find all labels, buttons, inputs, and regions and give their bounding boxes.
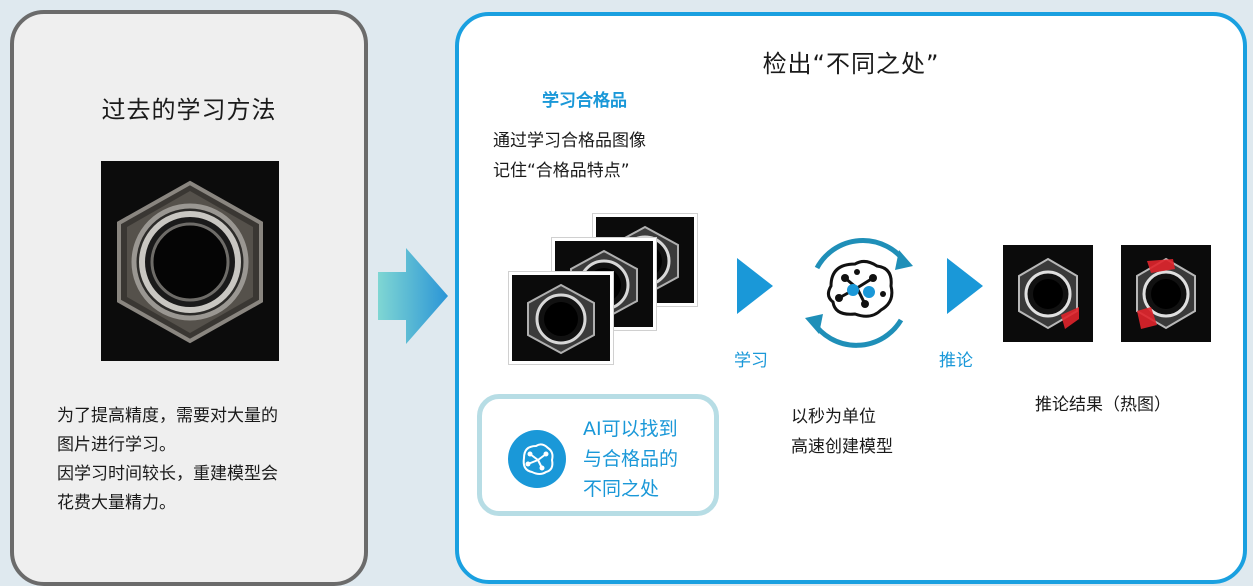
hex-nut-icon (1003, 245, 1093, 342)
ai-text-line: AI可以找到 (583, 418, 678, 440)
past-method-description: 为了提高精度，需要对大量的 图片进行学习。 因学习时间较长，重建模型会 花费大量… (57, 402, 347, 518)
inference-result-label: 推论结果（热图） (1035, 395, 1171, 415)
ai-highlight-text: AI可以找到 与合格品的 不同之处 (583, 414, 678, 504)
learn-good-section-title: 学习合格品 (542, 91, 627, 111)
chevron-right-gradient-icon (378, 248, 448, 344)
step-learn-label: 学习 (734, 351, 768, 371)
ai-text-line: 不同之处 (583, 478, 660, 500)
good-sample-image (509, 272, 613, 364)
new-method-panel: 检出“不同之处” 学习合格品 通过学习合格品图像 记住“合格品特点” (455, 12, 1247, 584)
desc-line: 为了提高精度，需要对大量的 (57, 406, 278, 426)
past-method-title: 过去的学习方法 (101, 96, 277, 124)
new-method-title: 检出“不同之处” (762, 50, 940, 78)
past-method-panel: 过去的学习方法 为了提高精度，需要对大量的 图片进行学习。 因学习时间较长，重建… (10, 10, 368, 586)
desc-line: 高速创建模型 (791, 437, 893, 457)
nut-photo-image (101, 161, 279, 361)
heatmap-result-image (1121, 245, 1211, 342)
speed-description: 以秒为单位 高速创建模型 (791, 402, 893, 462)
ai-brain-gear-icon (805, 238, 913, 348)
hex-nut-icon (101, 161, 279, 361)
triangle-right-icon (947, 258, 983, 314)
learn-good-description: 通过学习合格品图像 记住“合格品特点” (493, 126, 646, 186)
triangle-right-icon (737, 258, 773, 314)
desc-line: 花费大量精力。 (57, 493, 176, 513)
desc-line: 以秒为单位 (791, 407, 876, 427)
step-infer-label: 推论 (939, 351, 973, 371)
hex-nut-icon (512, 275, 610, 361)
desc-line: 通过学习合格品图像 (493, 131, 646, 151)
ai-highlight-box: AI可以找到 与合格品的 不同之处 (477, 394, 719, 516)
desc-line: 因学习时间较长，重建模型会 (57, 464, 278, 484)
heatmap-result-image (1003, 245, 1093, 342)
hex-nut-icon (1121, 245, 1211, 342)
ai-text-line: 与合格品的 (583, 448, 679, 470)
ai-brain-icon (508, 430, 566, 488)
desc-line: 图片进行学习。 (57, 435, 176, 455)
desc-line: 记住“合格品特点” (493, 161, 630, 181)
